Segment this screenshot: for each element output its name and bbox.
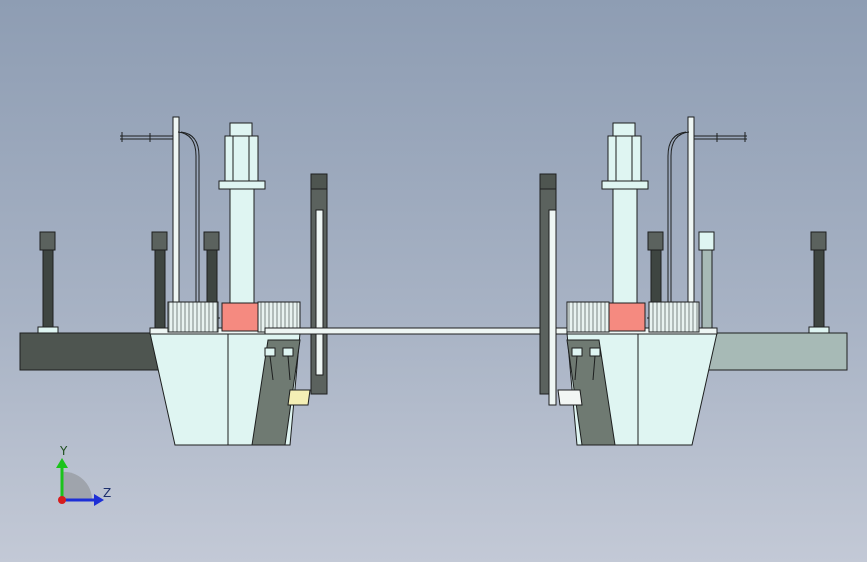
right-fin-block-2 — [648, 301, 700, 333]
right-vertical-plate — [539, 173, 557, 406]
left-clamp-2 — [282, 347, 294, 357]
left-yellow-wedge — [287, 389, 311, 406]
origin-icon — [58, 496, 66, 504]
y-axis-label: Y — [59, 444, 68, 458]
right-pipe — [647, 116, 747, 328]
left-post-2 — [151, 231, 168, 329]
left-clamp-1 — [264, 347, 276, 357]
right-clamp-1 — [571, 347, 583, 357]
right-pale-wedge — [557, 389, 583, 406]
right-slanted-strip — [566, 339, 616, 446]
right-post-3 — [647, 231, 664, 306]
left-base-slab — [19, 332, 166, 371]
left-tall-column — [218, 122, 266, 304]
left-outer-post — [37, 231, 59, 334]
left-fin-block-1 — [167, 301, 219, 333]
axis-triad: Y Z — [56, 444, 111, 506]
z-axis-label: Z — [103, 486, 111, 500]
right-fin-block-1 — [566, 301, 610, 333]
left-assembly — [19, 116, 328, 446]
left-slanted-strip — [251, 339, 301, 446]
triad-quadrant — [62, 471, 93, 500]
right-tall-column — [601, 122, 649, 304]
left-vertical-plate — [310, 173, 328, 395]
left-pipe — [120, 116, 220, 328]
left-red-block — [221, 302, 259, 332]
right-clamp-2 — [589, 347, 601, 357]
right-base-slab — [701, 332, 848, 371]
right-red-block — [608, 302, 646, 332]
right-assembly — [539, 116, 848, 446]
right-post-2 — [698, 231, 715, 329]
left-post-3 — [203, 231, 220, 306]
right-outer-post — [808, 231, 830, 334]
